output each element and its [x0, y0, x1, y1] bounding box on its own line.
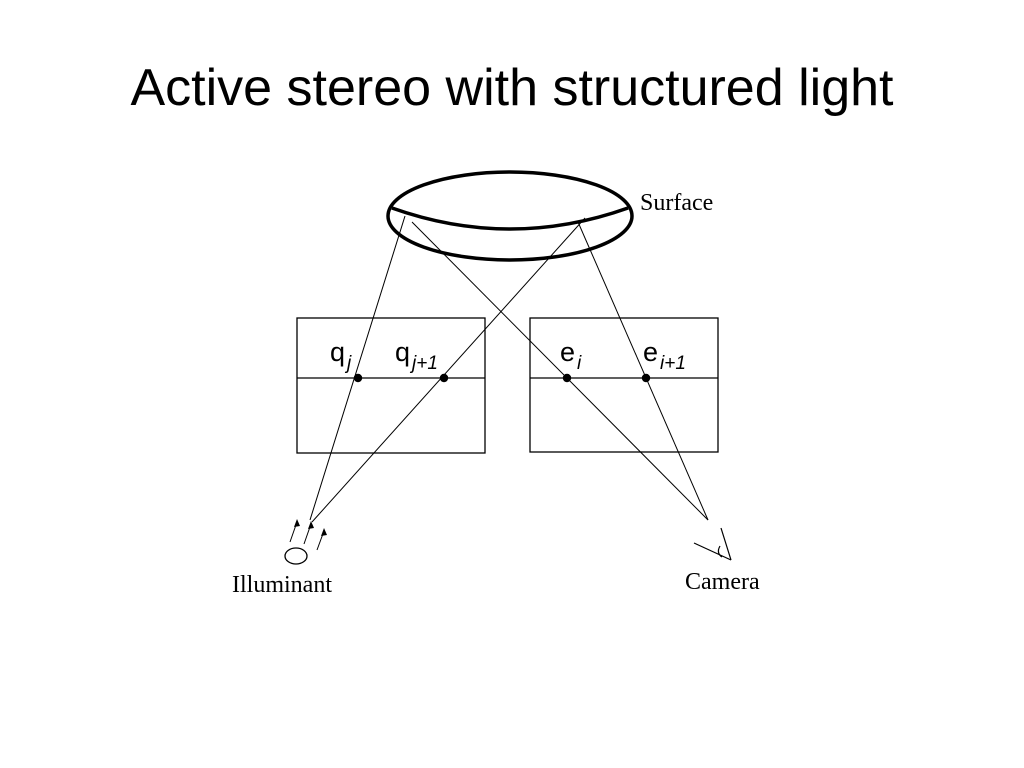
rays: [309, 215, 709, 523]
ray-illuminant-qj: [309, 215, 406, 521]
slide-title: Active stereo with structured light: [130, 59, 894, 117]
ray-illuminant-qj1: [311, 217, 586, 523]
ray-camera-ei1: [577, 221, 709, 521]
surface-label: Surface: [640, 190, 713, 216]
ray-camera-ei: [411, 221, 709, 521]
illuminant-icon: [284, 519, 327, 565]
camera-eye-icon: [693, 527, 732, 561]
point-e-i: [562, 373, 572, 383]
illuminant-label: Illuminant: [232, 572, 332, 598]
camera-label: Camera: [685, 569, 760, 595]
camera-image-plane: [529, 317, 719, 453]
intersection-points: [353, 373, 651, 383]
illuminant-image-plane: [296, 317, 486, 454]
point-q-j: [353, 373, 363, 383]
point-e-i1: [641, 373, 651, 383]
surface-shape: [386, 170, 634, 262]
point-q-j1: [439, 373, 449, 383]
